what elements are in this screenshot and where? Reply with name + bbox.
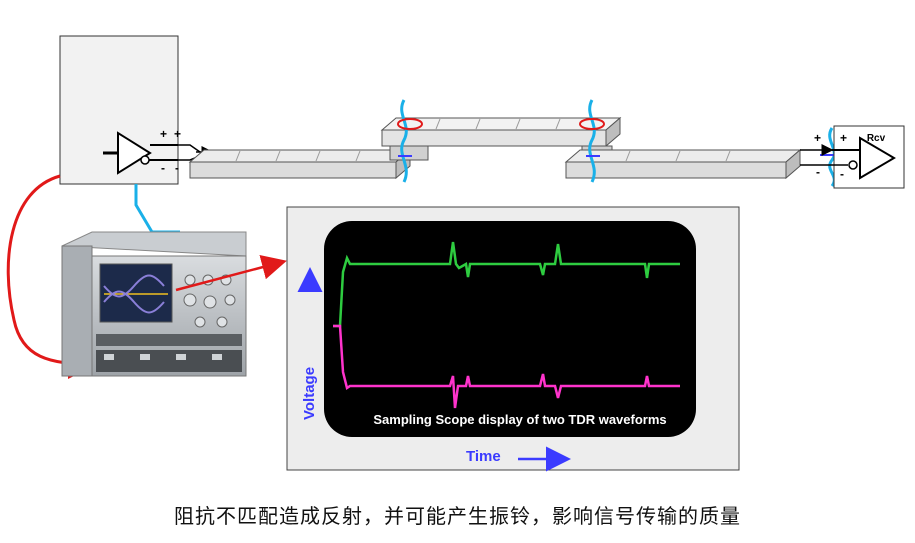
driver-polarity-marks: + + - - (160, 127, 181, 175)
driver-plus-label-2: + (174, 127, 181, 141)
receiver-plus-label-2: + (840, 131, 847, 145)
driver-box (59, 35, 179, 185)
receiver-plus-label: + (814, 131, 821, 145)
reflection-marker-right (579, 99, 605, 183)
trace-segment-right (564, 148, 802, 180)
oscilloscope-instrument (61, 231, 247, 377)
scope-to-display-arrow (175, 255, 287, 292)
receiver-box (800, 125, 905, 189)
x-axis-label: Time (466, 448, 501, 465)
slide-caption: 阻抗不匹配造成反射，并可能产生振铃，影响信号传输的质量 (174, 504, 741, 528)
probe-cable (134, 184, 180, 234)
scope-caption: Sampling Scope display of two TDR wavefo… (373, 412, 666, 427)
receiver-minus-label: - (816, 165, 820, 179)
upper-tdr-trace (333, 241, 680, 328)
receiver-minus-label-2: - (840, 167, 844, 181)
scope-screen (324, 221, 696, 437)
driver-minus-label: - (161, 161, 165, 175)
driver-to-scope-cable (6, 174, 98, 379)
receiver-label: Rcv (867, 133, 886, 144)
driver-minus-label-2: - (175, 161, 179, 175)
reflection-marker-left (397, 99, 423, 183)
driver-plus-label: + (160, 127, 167, 141)
lower-tdr-trace (333, 324, 680, 409)
trace-segment-left (188, 148, 412, 180)
y-axis-label: Voltage (301, 367, 318, 420)
